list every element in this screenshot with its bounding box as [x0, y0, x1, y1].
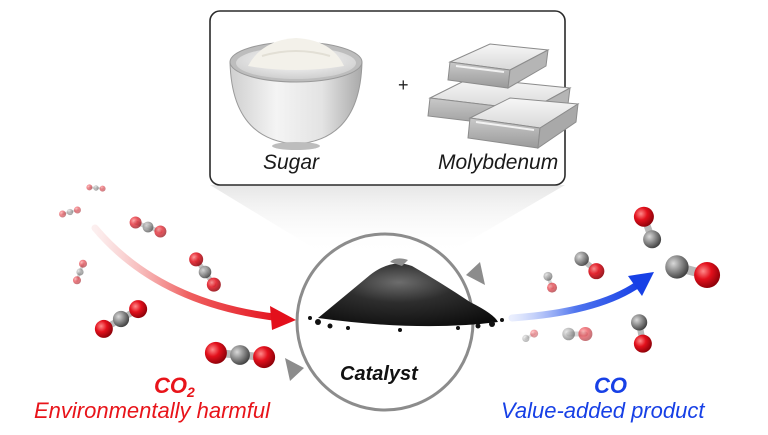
co-molecule-icon [562, 327, 593, 341]
co2-molecule-icon [94, 300, 148, 338]
catalyst-label: Catalyst [340, 363, 418, 385]
plus-sign: + [398, 75, 409, 95]
co-molecule-icon [574, 251, 605, 280]
co-molecule-group [522, 206, 721, 353]
cycle-arrow-right-icon [466, 262, 485, 285]
input-arrowhead-icon [270, 306, 296, 330]
co2-molecule-icon [72, 259, 88, 285]
co-formula: CO [594, 373, 627, 398]
co-molecule-icon [631, 314, 652, 353]
co-molecule-icon [633, 206, 662, 249]
co2-molecule-icon [204, 341, 276, 369]
sugar-bowl-icon [229, 38, 363, 150]
co2-description: Environmentally harmful [34, 398, 270, 423]
co2-molecule-icon [86, 184, 106, 192]
output-arrowhead-icon [628, 272, 654, 296]
catalyst-powder-pile [308, 258, 504, 332]
co2-formula-main: CO [154, 373, 187, 398]
sugar-label: Sugar [263, 151, 320, 174]
co2-molecule-icon [59, 206, 81, 218]
co2-molecule-icon [189, 252, 221, 292]
molybdenum-label: Molybdenum [438, 151, 559, 174]
input-flow-arrow [91, 224, 286, 322]
co2-formula-subscript: 2 [187, 384, 195, 400]
co2-molecule-group [59, 184, 276, 369]
co2-formula: CO2 [154, 373, 195, 400]
co-molecule-icon [522, 329, 539, 342]
cycle-arrow-left-icon [285, 358, 304, 381]
co-molecule-icon [665, 255, 721, 289]
molybdenum-bars-icon [427, 43, 580, 150]
projection-beam [210, 185, 565, 255]
co-molecule-icon [543, 271, 558, 293]
co2-molecule-icon [129, 216, 167, 238]
output-flow-arrow [508, 279, 644, 322]
co-description: Value-added product [501, 398, 705, 423]
